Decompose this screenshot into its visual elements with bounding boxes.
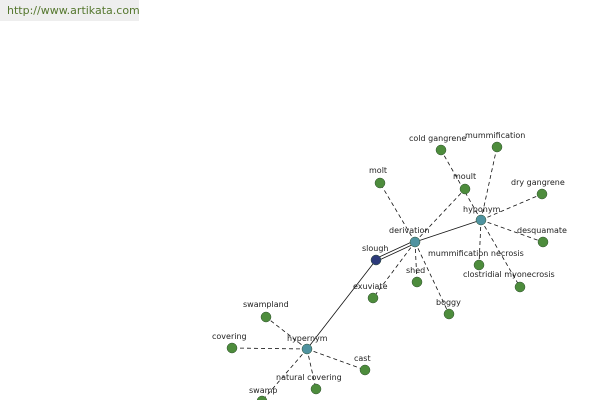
node-dot-cold-gangrene[interactable] [435,144,447,156]
edge-hypernym-cast [306,348,366,371]
node-swampland[interactable]: swampland [243,300,289,323]
edge-hypernym-covering [231,347,308,350]
node-dot-dry-gangrene[interactable] [536,188,548,200]
node-cast[interactable]: cast [354,354,371,376]
node-cold-gangrene[interactable]: cold gangrene [409,134,466,156]
edge-derivation-moult [414,188,466,243]
edge-hyponym-desquamate [480,219,544,243]
edge-slough-derivation [376,242,416,262]
node-molt[interactable]: molt [369,166,387,189]
node-dot-hyponym[interactable] [475,214,487,226]
node-label-moult[interactable]: moult [453,172,476,181]
node-dot-exuviate[interactable] [367,292,379,304]
edge-hypernym-swampland [265,316,308,350]
node-label-cold-gangrene[interactable]: cold gangrene [409,134,466,143]
node-dot-moult[interactable] [459,183,471,195]
node-label-shed[interactable]: shed [406,266,425,275]
source-link-bar: http://www.artikata.com [0,0,140,21]
node-label-clostridial-myonecrosis[interactable]: clostridial myonecrosis [463,270,555,279]
edge-hypernym-swamp [262,348,308,400]
node-label-exuviate[interactable]: exuviate [353,282,388,291]
node-dot-cast[interactable] [359,364,371,376]
node-dot-slough[interactable] [370,254,382,266]
node-label-natural-covering[interactable]: natural covering [276,373,342,382]
node-dot-mummification[interactable] [491,141,503,153]
node-natural-covering[interactable]: natural covering [276,373,342,395]
node-label-molt[interactable]: molt [369,166,387,175]
node-label-hypernym[interactable]: hypernym [287,334,328,343]
node-dot-desquamate[interactable] [537,236,549,248]
node-label-mummification-necrosis[interactable]: mummification necrosis [428,249,524,258]
node-hypernym[interactable]: hypernym [287,334,328,355]
node-dot-covering[interactable] [226,342,238,354]
node-hyponym[interactable]: hyponym [463,205,501,226]
edge-derivation-exuviate [372,241,416,299]
edge-hypernym-natural-covering [306,348,317,390]
node-mummification[interactable]: mummification [465,131,525,153]
node-dot-clostridial-myonecrosis[interactable] [514,281,526,293]
node-dot-swampland[interactable] [260,311,272,323]
node-covering[interactable]: covering [212,332,247,354]
node-desquamate[interactable]: desquamate [517,226,567,248]
edge-slough-hypernym [306,259,377,350]
node-dot-natural-covering[interactable] [310,383,322,395]
node-label-derivation[interactable]: derivation [389,226,429,235]
node-clostridial-myonecrosis[interactable]: clostridial myonecrosis [463,270,555,293]
node-dot-molt[interactable] [374,177,386,189]
node-dot-hypernym[interactable] [301,343,313,355]
edge-hyponym-clostridial-myonecrosis [480,219,521,288]
edge-derivation-hyponym [414,219,482,243]
node-moult[interactable]: moult [453,172,476,195]
node-label-dry-gangrene[interactable]: dry gangrene [511,178,565,187]
node-dot-mummification-necrosis[interactable] [473,259,485,271]
node-dot-shed[interactable] [411,276,423,288]
node-label-desquamate[interactable]: desquamate [517,226,567,235]
node-slough[interactable]: slough [362,244,389,266]
edge-derivation-shed [414,241,418,283]
node-label-swampland[interactable]: swampland [243,300,289,309]
node-label-cast[interactable]: cast [354,354,371,363]
node-shed[interactable]: shed [406,266,425,288]
source-link[interactable]: http://www.artikata.com [7,4,140,17]
node-label-slough[interactable]: slough [362,244,389,253]
node-label-hyponym[interactable]: hyponym [463,205,501,214]
node-label-covering[interactable]: covering [212,332,247,341]
node-label-boggy[interactable]: boggy [436,298,461,307]
edges-layer [231,146,544,400]
node-boggy[interactable]: boggy [436,298,461,320]
node-derivation[interactable]: derivation [389,226,429,248]
node-swamp[interactable]: swamp [249,386,277,400]
edge-hyponym-mummification [480,146,498,221]
node-dry-gangrene[interactable]: dry gangrene [511,178,565,200]
node-dot-swamp[interactable] [256,395,268,400]
node-mummification-necrosis[interactable]: mummification necrosis [428,249,524,271]
edge-hyponym-mummification-necrosis [478,219,482,266]
node-dot-boggy[interactable] [443,308,455,320]
edge-slough-derivation-second [375,240,415,260]
edge-derivation-boggy [414,241,450,315]
node-exuviate[interactable]: exuviate [353,282,388,304]
edge-derivation-molt [379,182,416,243]
node-label-swamp[interactable]: swamp [249,386,277,395]
node-label-mummification[interactable]: mummification [465,131,525,140]
node-dot-derivation[interactable] [409,236,421,248]
